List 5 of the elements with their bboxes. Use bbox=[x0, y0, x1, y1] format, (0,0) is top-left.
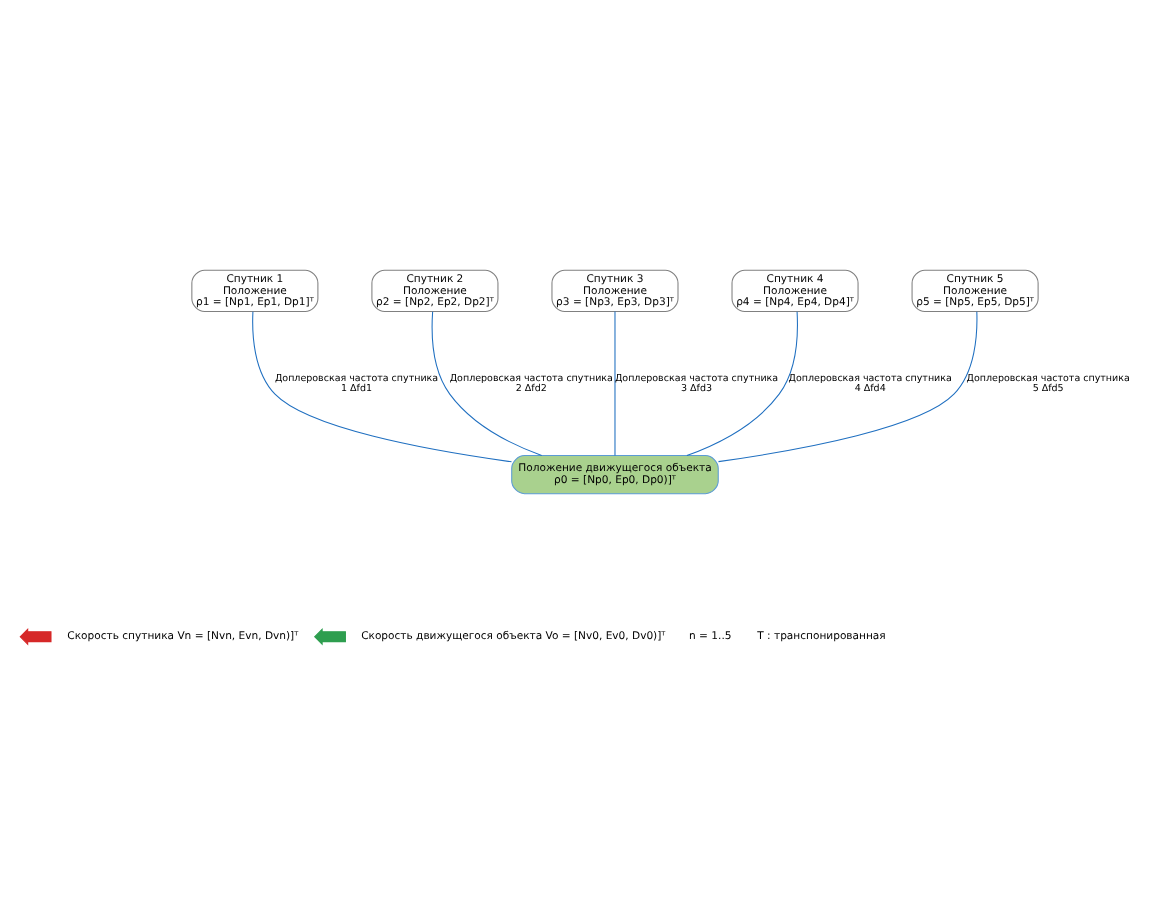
connector bbox=[686, 310, 798, 456]
connector bbox=[252, 310, 513, 462]
connector bbox=[431, 310, 543, 455]
connector bbox=[614, 310, 616, 456]
connector bbox=[717, 310, 978, 462]
